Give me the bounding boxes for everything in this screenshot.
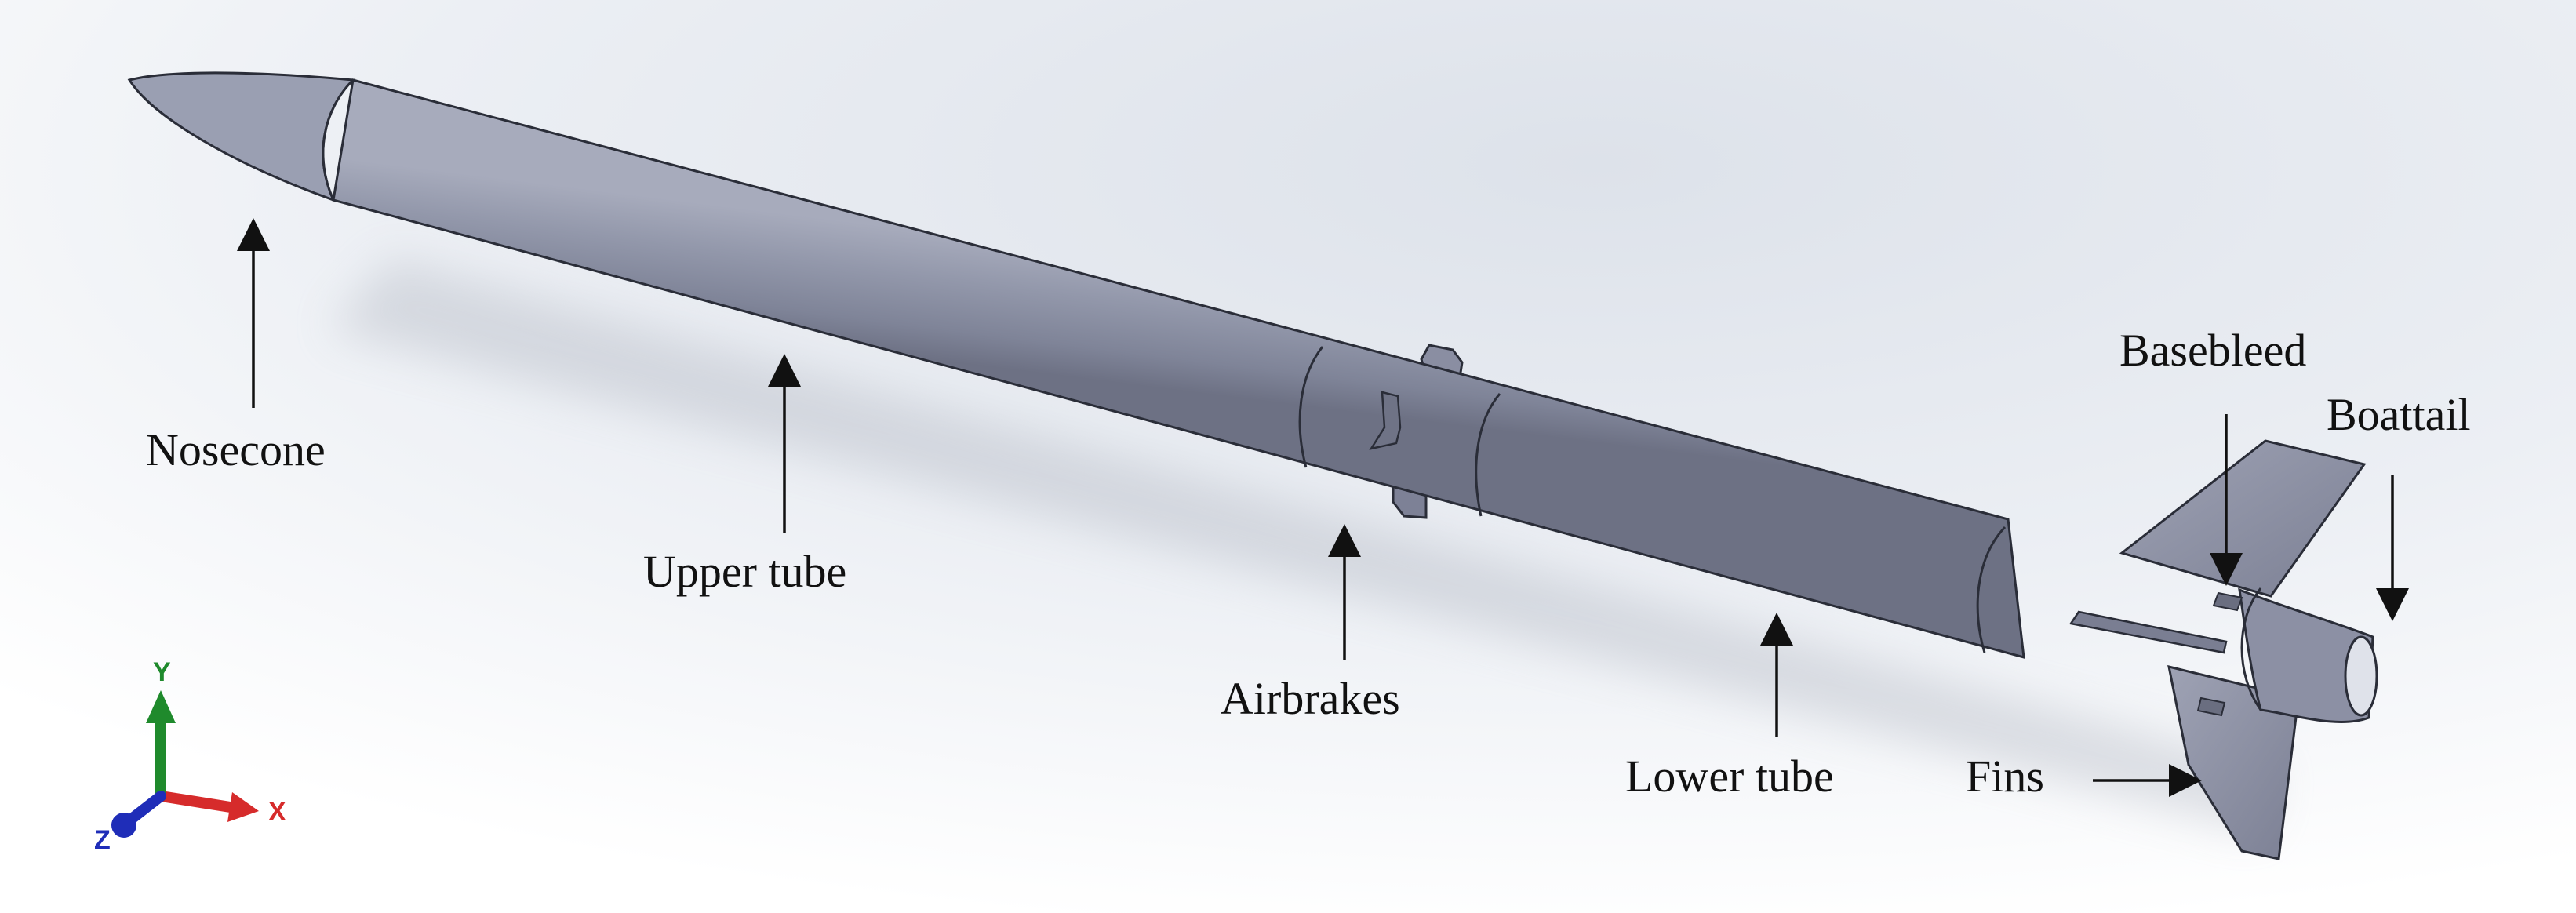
axis-z-cap [111, 813, 136, 838]
nosecone-label: Nosecone [146, 424, 326, 475]
basebleed-port-lower [2196, 697, 2226, 717]
rocket-shadow [329, 259, 2275, 831]
fin-root-slot [2068, 610, 2228, 654]
axis-x-arrowhead [227, 792, 259, 822]
axis-triad: X Y Z [94, 657, 286, 855]
section-line-boattail [2240, 587, 2262, 711]
section-line-airbrake-fwd [1298, 346, 1324, 468]
boattail-label: Boattail [2327, 389, 2471, 440]
axis-y-label: Y [153, 657, 171, 687]
axis-x-label: X [268, 797, 286, 827]
section-line-lower-aft [1976, 526, 2007, 653]
axis-x-line [155, 791, 241, 813]
basebleed-port-upper [2212, 591, 2243, 612]
basebleed-label: Basebleed [2119, 325, 2307, 376]
axis-z-label: Z [94, 825, 111, 855]
rocket-body [332, 78, 2025, 660]
section-line-airbrake-aft [1475, 393, 1501, 517]
section-line-nose-joint [322, 78, 355, 201]
airbrake-slot [1369, 391, 1402, 450]
boattail [2238, 587, 2374, 723]
axis-y-arrowhead [146, 690, 176, 723]
lower-tube-label: Lower tube [1625, 751, 1834, 802]
airbrakes-label: Airbrakes [1221, 673, 1400, 724]
upper-tube-label: Upper tube [643, 546, 847, 597]
fins-label: Fins [1966, 751, 2044, 802]
nozzle-opening [2344, 635, 2378, 717]
